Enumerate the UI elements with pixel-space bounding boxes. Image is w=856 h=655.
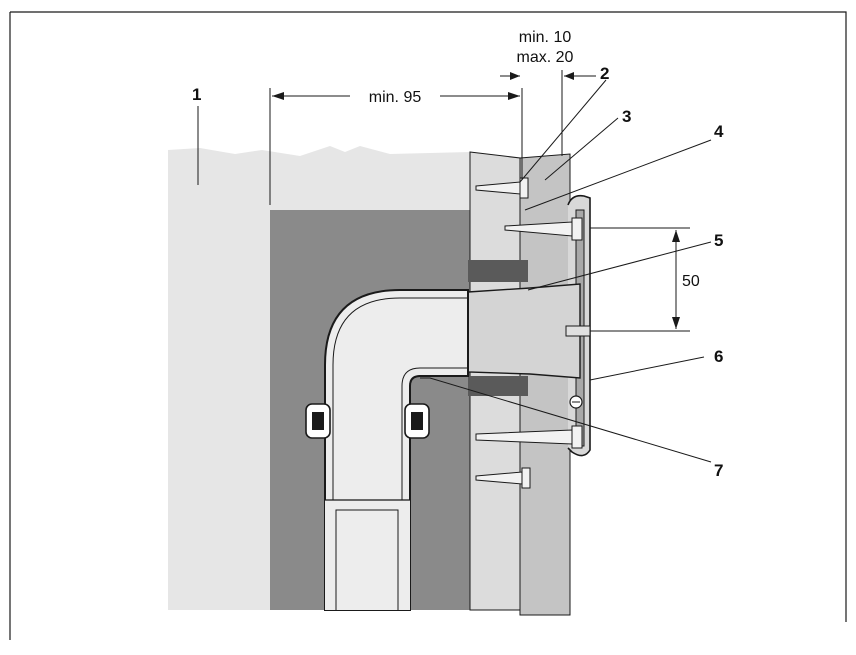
leader-2 [519,79,607,183]
pipe-clamp-left [305,403,331,439]
leader-5 [527,241,712,291]
pipe-clamp-right [404,403,430,439]
callout-1: 1 [192,85,201,104]
screw-lower-right [475,425,583,449]
connector-pin [565,325,591,337]
arrow-head [272,92,284,100]
leader-3 [544,117,619,181]
dim-label-max20: max. 20 [517,49,574,66]
callout-3: 3 [622,107,631,126]
leader-4 [524,139,712,211]
dim-label-50: 50 [682,273,700,290]
callout-2: 2 [600,64,609,83]
callout-7: 7 [714,461,723,480]
seal-ring-upper [468,260,528,282]
leader-7 [420,377,712,463]
callout-4: 4 [714,122,724,141]
seal-ring-lower [468,376,528,396]
screw-lower-left [475,467,531,489]
arrow-head [508,92,520,100]
callout-6: 6 [714,347,723,366]
leader-6 [589,356,705,381]
dim-label-min95: min. 95 [369,89,422,106]
callout-5: 5 [714,231,723,250]
panel-layer-3 [519,153,571,616]
connector-sleeve [467,283,581,379]
dim-label-min10: min. 10 [519,29,572,46]
frame-border [10,11,847,622]
screw-upper-right [504,217,583,241]
